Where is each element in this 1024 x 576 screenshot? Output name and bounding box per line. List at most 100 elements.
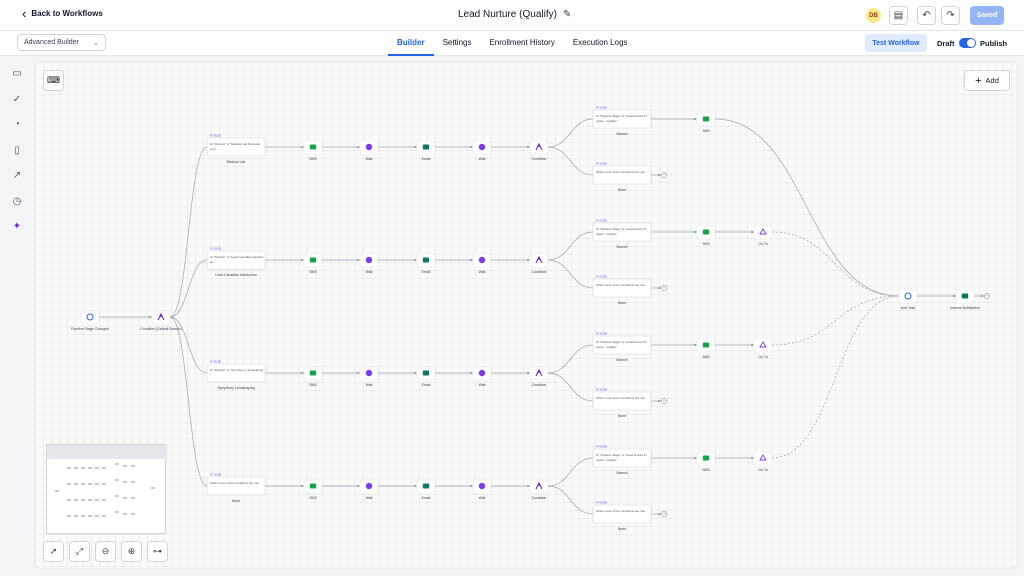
end-plus-icon	[661, 285, 667, 291]
connector-dot	[301, 485, 303, 487]
minimap-node	[74, 483, 78, 485]
step-label: Wait	[479, 496, 486, 500]
saved-button[interactable]: Saved	[970, 6, 1004, 25]
connector-dot	[527, 485, 529, 487]
zoom-out-icon[interactable]: ⊖	[95, 541, 116, 562]
chat-icon[interactable]: ▭	[12, 67, 22, 79]
redo-icon[interactable]: ↷	[941, 6, 960, 25]
tab-execution-logs[interactable]: Execution Logs	[572, 38, 628, 47]
add-button[interactable]: + Add	[964, 70, 1010, 91]
branch-tag: IF / ELSE	[596, 275, 607, 279]
sms-icon	[702, 342, 710, 348]
connector-dot	[470, 259, 472, 261]
connector-dot	[301, 146, 303, 148]
step-condition-4: Condition	[529, 479, 549, 500]
post-step-go-to-3: Go To	[753, 338, 773, 359]
branch-tag: IF / ELSE	[596, 219, 607, 223]
builder-mode-select[interactable]: Advanced Builder ⌄	[17, 34, 106, 51]
pencil-icon[interactable]: ✎	[562, 9, 572, 20]
back-to-workflows-link[interactable]: ‹ Back to Workflows	[22, 5, 103, 21]
wait-icon	[365, 369, 373, 377]
workflow-title[interactable]: Lead Nurture (Qualify) ✎	[458, 9, 571, 20]
step-label: Internal Notification	[950, 306, 980, 310]
connector-dot	[357, 372, 359, 374]
branch-condition-text-2: peline - Qualify"	[596, 232, 617, 236]
wait-icon	[478, 369, 486, 377]
connector-dot	[149, 316, 151, 318]
connector-dot	[414, 372, 416, 374]
select-tool-icon[interactable]: ➚	[43, 541, 64, 562]
pie-chart-icon[interactable]: ◔	[13, 118, 21, 130]
branch-tag: IF / ELSE	[596, 332, 607, 336]
tab-settings[interactable]: Settings	[442, 38, 472, 47]
branch-label: None	[618, 527, 626, 531]
condition-icon	[157, 312, 165, 321]
branch-label: Symphony Landscaping	[217, 386, 254, 390]
template-icon[interactable]: ▤	[889, 6, 908, 25]
minimap-node	[74, 467, 78, 469]
step-label: Wait	[479, 157, 486, 161]
step-wait-1: Wait	[359, 140, 379, 161]
fit-view-icon[interactable]: ⤢	[69, 541, 90, 562]
root-condition-node: Condition (Default Branch)	[140, 310, 182, 331]
publish-toggle[interactable]	[959, 38, 976, 48]
minimap[interactable]	[46, 444, 167, 534]
minimap-node	[67, 499, 71, 501]
branch-label: Medical Lab	[227, 160, 246, 164]
step-sms-1: SMS	[303, 140, 323, 161]
sparkle-icon[interactable]: ✦	[12, 220, 22, 232]
step-email-1: Email	[416, 140, 436, 161]
document-icon[interactable]: ▯	[14, 144, 20, 156]
step-label: SMS	[309, 496, 317, 500]
connector-curve	[547, 146, 594, 176]
wait-icon	[478, 256, 486, 264]
step-wait-4: Wait	[359, 479, 379, 500]
minimap-node	[81, 483, 85, 485]
step-card	[151, 310, 171, 325]
external-link-icon[interactable]: ↗	[12, 169, 22, 181]
email-icon	[422, 370, 430, 376]
zoom-controls: ➚ ⤢ ⊖ ⊕ ⊶	[43, 541, 168, 562]
branch-card	[592, 278, 652, 298]
minimap-node	[88, 515, 92, 517]
tab-enrollment-history[interactable]: Enrollment History	[489, 38, 555, 47]
wait-icon	[478, 482, 486, 490]
step-wait-3: Wait	[472, 366, 492, 387]
branch-condition-text: IF "Pipeline Stage" is "Lead Scored Pi	[596, 340, 647, 344]
step-label: Condition	[532, 157, 547, 161]
step-condition-2: Condition	[529, 253, 549, 274]
sms-icon	[309, 257, 317, 263]
keyboard-icon[interactable]: ⌨	[43, 70, 64, 91]
auto-layout-icon[interactable]: ⊶	[147, 541, 168, 562]
step-wait-4: Wait	[472, 479, 492, 500]
test-workflow-button[interactable]: Test Workflow	[865, 34, 927, 52]
email-icon	[422, 144, 430, 150]
check-circle-icon[interactable]: ✓	[12, 93, 22, 105]
step-sms-3: SMS	[303, 366, 323, 387]
connector-dot	[981, 295, 983, 297]
post-step-go-to-2: Go To	[753, 225, 773, 246]
connector-dot	[694, 457, 696, 459]
step-label: SMS	[702, 242, 710, 246]
branch-label: Branch	[616, 245, 627, 249]
connector-dot	[694, 231, 696, 233]
tab-builder[interactable]: Builder	[388, 31, 434, 56]
avatar[interactable]: DB	[866, 8, 881, 23]
chevron-left-icon: ‹	[22, 5, 27, 21]
step-wait-1: Wait	[472, 140, 492, 161]
connector-dot	[658, 513, 660, 515]
zoom-in-icon[interactable]: ⊕	[121, 541, 142, 562]
branch-tag: IF / ELSE	[596, 501, 607, 505]
minimap-node	[81, 515, 85, 517]
history-icon[interactable]: ◷	[12, 195, 22, 207]
left-rail: ▭ ✓ ◔ ▯ ↗ ◷ ✦	[0, 56, 34, 576]
undo-icon[interactable]: ↶	[917, 6, 936, 25]
goto-icon	[759, 341, 767, 348]
connector-dot	[751, 344, 753, 346]
connector-curve	[547, 457, 594, 487]
branch-condition-text-2: peline - Qualify"	[596, 458, 617, 462]
